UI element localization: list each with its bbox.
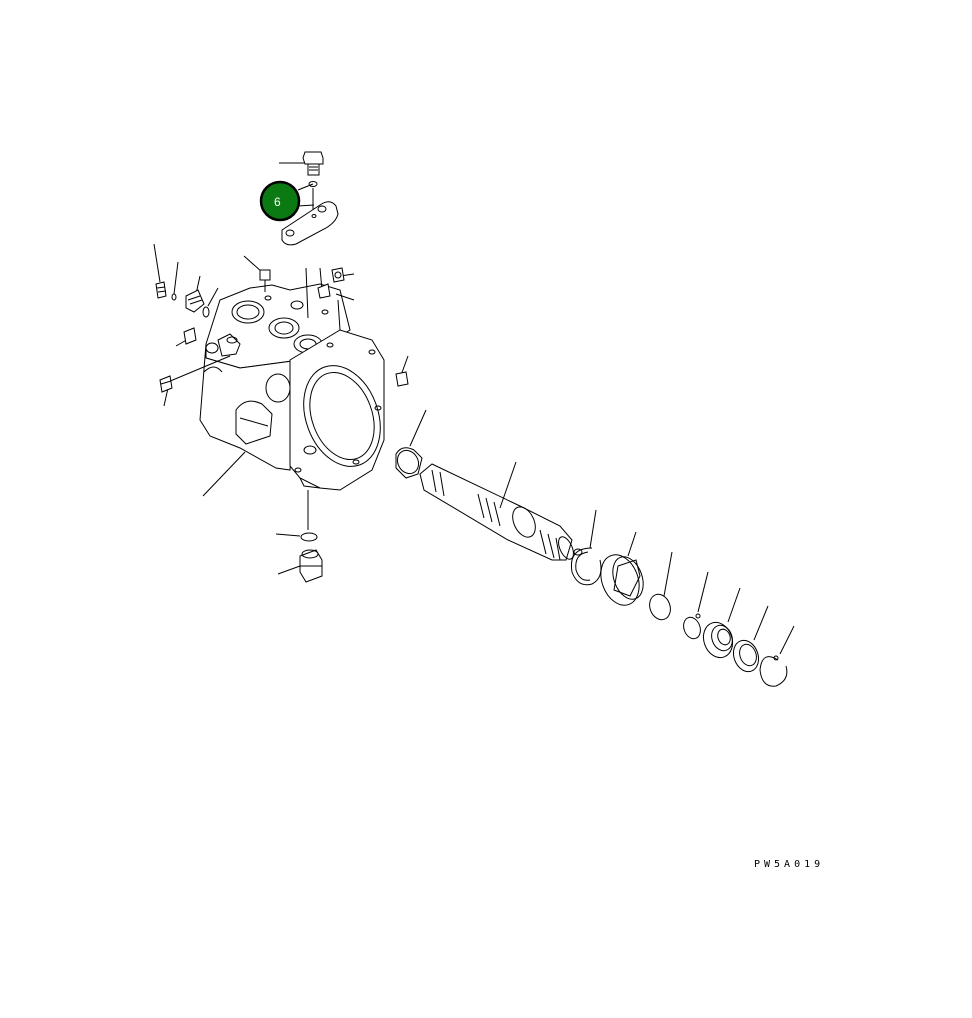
o-ring-drain (300, 532, 318, 542)
snap-ring-2 (683, 613, 701, 640)
snap-ring-1 (570, 547, 602, 586)
ring-seal (649, 593, 671, 621)
pump-housing (199, 283, 385, 491)
cover-bolt (302, 151, 324, 176)
cover-plate (281, 201, 339, 246)
plug-top-1 (259, 269, 271, 292)
key (573, 548, 583, 556)
washer (308, 181, 318, 187)
coupling-gear (600, 554, 644, 606)
o-ring-small (171, 293, 177, 301)
plug-right (395, 371, 409, 387)
plug-left-2 (183, 327, 197, 345)
plug-top-2 (317, 283, 331, 299)
drive-shaft (419, 463, 574, 561)
figure-code: PW5A019 (754, 859, 824, 870)
nipple-fitting (331, 267, 345, 283)
ball-bearing (702, 621, 734, 659)
bearing-needle (395, 447, 423, 479)
plug-spring (185, 289, 205, 313)
callout-6[interactable]: 6 (259, 180, 315, 222)
o-ring-2 (202, 306, 210, 318)
drain-plug (299, 549, 323, 583)
oil-seal (732, 639, 760, 673)
plug-left-1 (155, 281, 167, 299)
callout-number: 6 (274, 195, 281, 209)
plug-left-3 (159, 375, 173, 393)
snap-ring-3 (759, 655, 788, 687)
